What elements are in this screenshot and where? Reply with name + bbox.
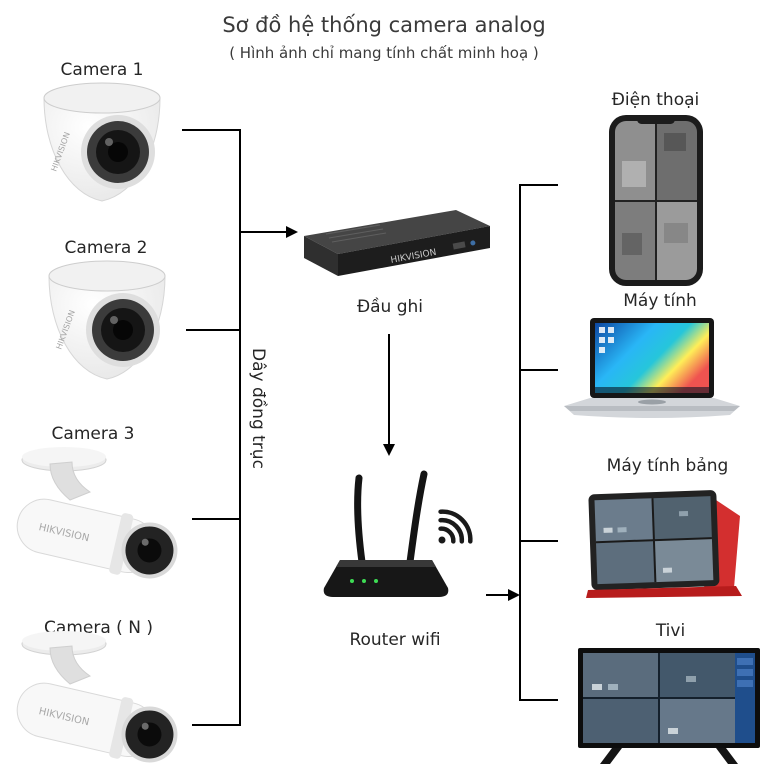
bullet-camera-n-icon: HIKVISION (16, 631, 178, 763)
signal-trunk-right (519, 184, 558, 701)
tablet-label: Máy tính bảng (606, 456, 729, 476)
arrowhead-dvr-icon (286, 226, 298, 238)
wifi-router-icon (323, 470, 473, 597)
smartphone-icon (609, 115, 703, 286)
camera-3-label: Camera 3 (51, 424, 135, 444)
diagram-subtitle: ( Hình ảnh chỉ mang tính chất minh hoạ ) (229, 44, 539, 62)
wifi-signal-icon (438, 509, 473, 544)
coax-trunk-left (182, 129, 241, 726)
phone-label: Điện thoại (611, 90, 700, 110)
dvr-icon: HIKVISION (304, 210, 490, 276)
dvr-label: Đầu ghi (356, 297, 424, 317)
arrowhead-router-icon (383, 444, 395, 456)
dome-camera-2-icon: HIKVISION (48, 260, 166, 380)
laptop-icon (564, 318, 740, 418)
bullet-camera-3-icon: HIKVISION (16, 447, 178, 579)
tablet-icon (586, 490, 742, 598)
camera-1-label: Camera 1 (60, 60, 144, 80)
dome-camera-1-icon: HIKVISION (43, 82, 161, 202)
laptop-label: Máy tính (623, 291, 697, 311)
arrowhead-trunk-right-icon (508, 589, 520, 601)
tv-icon (578, 648, 760, 764)
coax-cable-label: Dây đồng trục (248, 348, 268, 469)
tv-label: Tivi (655, 621, 686, 641)
camera-2-label: Camera 2 (64, 238, 148, 258)
router-label: Router wifi (349, 630, 441, 650)
diagram-title: Sơ đồ hệ thống camera analog (222, 13, 546, 37)
